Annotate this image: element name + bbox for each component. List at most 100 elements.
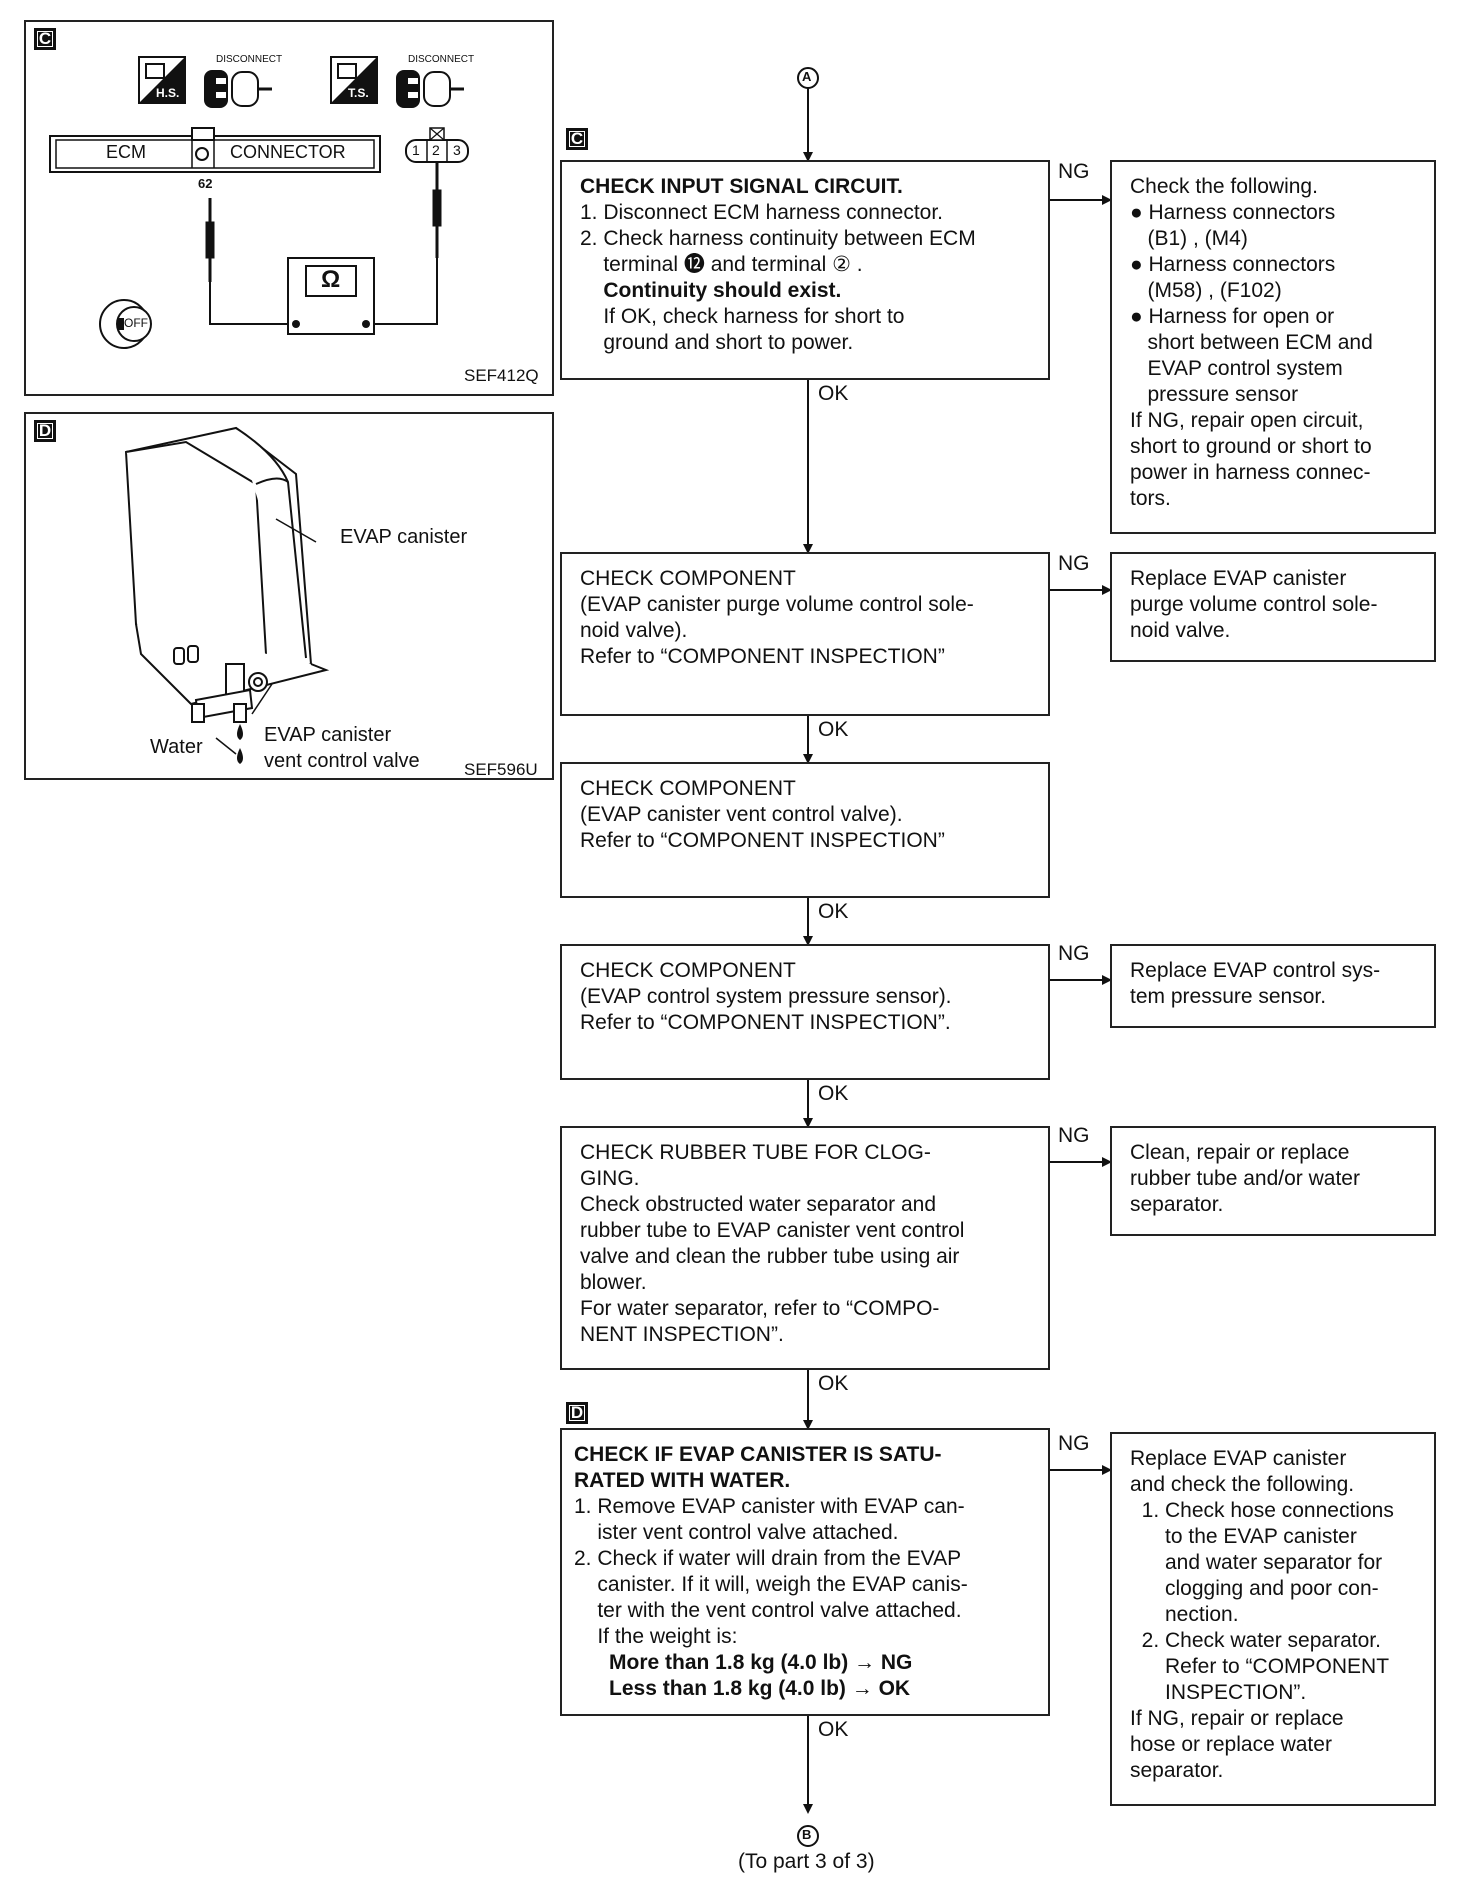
- step1-ng-line-6: short between ECM and: [1130, 331, 1373, 354]
- step6-line-4: 2. Check if water will drain from the EV…: [574, 1547, 962, 1570]
- panel-d-tag: D: [34, 420, 56, 442]
- ts-label: T.S.: [348, 86, 369, 100]
- panel-d-illustration: D EVAP canister EVAP can: [24, 412, 554, 780]
- step6-line-6: ter with the vent control valve attached…: [574, 1599, 962, 1622]
- step5-line-7: NENT INSPECTION”.: [580, 1323, 784, 1346]
- ts-icon: [330, 56, 378, 104]
- step1-tag: C: [566, 128, 588, 150]
- step6-line-9: Less than 1.8 kg (4.0 lb) → OK: [574, 1677, 911, 1700]
- step5-ng-line-2: separator.: [1130, 1193, 1224, 1216]
- step3-line-1: (EVAP canister vent control valve).: [580, 803, 903, 826]
- leader-lines: [215, 518, 317, 755]
- step4-ng-line-1: tem pressure sensor.: [1130, 985, 1327, 1008]
- step6-line-1: RATED WITH WATER.: [574, 1469, 791, 1492]
- step6-line-8: More than 1.8 kg (4.0 lb) → NG: [574, 1651, 913, 1674]
- ok-label-3: OK: [818, 900, 849, 923]
- evap-canister-drawing: [124, 426, 330, 706]
- disconnect-plug-icon-left: [204, 70, 272, 108]
- step6-line-7: If the weight is:: [574, 1625, 738, 1648]
- step1-ng-line-0: Check the following.: [1130, 175, 1318, 198]
- step4-line-2: Refer to “COMPONENT INSPECTION”.: [580, 1011, 951, 1034]
- ecm-connector: [49, 127, 381, 173]
- step3-line-0: CHECK COMPONENT: [580, 777, 796, 800]
- end-note: (To part 3 of 3): [738, 1850, 875, 1873]
- step3-line-2: Refer to “COMPONENT INSPECTION”: [580, 829, 945, 852]
- ng-label-2: NG: [1058, 552, 1090, 575]
- step1-ng-line-12: tors.: [1130, 487, 1171, 510]
- off-label: OFF: [124, 316, 148, 330]
- connector-b-label: B: [802, 1827, 812, 1842]
- step1-line-5: If OK, check harness for short to: [580, 305, 905, 328]
- step1-ng-line-4: (M58) , (F102): [1130, 279, 1282, 302]
- step2-line-1: (EVAP canister purge volume control sole…: [580, 593, 974, 616]
- pin-2-label: 2: [432, 142, 440, 158]
- panel-d-code: SEF596U: [464, 760, 538, 779]
- step6-line-5: canister. If it will, weigh the EVAP can…: [574, 1573, 968, 1596]
- step2-line-2: noid valve).: [580, 619, 688, 642]
- canister-label: EVAP canister: [340, 526, 468, 548]
- step4-line-0: CHECK COMPONENT: [580, 959, 796, 982]
- step6-line-2: 1. Remove EVAP canister with EVAP can-: [574, 1495, 965, 1518]
- disconnect-plug-icon-right: [396, 70, 464, 108]
- step1-line-6: ground and short to power.: [580, 331, 854, 354]
- ng-replace-purge-valve: Replace EVAP canister purge volume contr…: [1110, 552, 1436, 662]
- step1-ng-line-9: If NG, repair open circuit,: [1130, 409, 1364, 432]
- ng-replace-canister: Replace EVAP canister and check the foll…: [1110, 1432, 1436, 1806]
- ng-label-4: NG: [1058, 942, 1090, 965]
- connector-a-label: A: [802, 69, 812, 84]
- step5-line-2: Check obstructed water separator and: [580, 1193, 937, 1216]
- terminal-62-label: 62: [198, 176, 213, 191]
- water-label: Water: [150, 736, 203, 758]
- step1-ng-line-3: ● Harness connectors: [1130, 253, 1336, 276]
- step2-ng-line-1: purge volume control sole-: [1130, 593, 1378, 616]
- ng-label-5: NG: [1058, 1124, 1090, 1147]
- step6-ng-line-9: INSPECTION”.: [1130, 1681, 1307, 1704]
- step6-ng-line-3: to the EVAP canister: [1130, 1525, 1357, 1548]
- step6-ng-line-5: clogging and poor con-: [1130, 1577, 1379, 1600]
- step5-line-5: blower.: [580, 1271, 647, 1294]
- panel-c-tag: C: [34, 28, 56, 50]
- step6-tag: D: [566, 1402, 588, 1424]
- step6-ng-line-8: Refer to “COMPONENT: [1130, 1655, 1390, 1678]
- step1-line-1: 1. Disconnect ECM harness connector.: [580, 201, 944, 224]
- step1-ng-line-5: ● Harness for open or: [1130, 305, 1335, 328]
- hs-label: H.S.: [156, 86, 180, 100]
- step6-ng-line-12: separator.: [1130, 1759, 1224, 1782]
- step5-line-6: For water separator, refer to “COMPO-: [580, 1297, 940, 1320]
- step5-line-0: CHECK RUBBER TUBE FOR CLOG-: [580, 1141, 931, 1164]
- step-check-vent-control-valve: CHECK COMPONENT (EVAP canister vent cont…: [560, 762, 1050, 898]
- step2-ng-line-0: Replace EVAP canister: [1130, 567, 1347, 590]
- step-check-canister-saturated: CHECK IF EVAP CANISTER IS SATU- RATED WI…: [560, 1428, 1050, 1716]
- step-check-input-signal-circuit: CHECK INPUT SIGNAL CIRCUIT. 1. Disconnec…: [560, 160, 1050, 380]
- step5-ng-line-1: rubber tube and/or water: [1130, 1167, 1360, 1190]
- step1-ng-line-11: power in harness connec-: [1130, 461, 1371, 484]
- water-drops: [237, 724, 243, 764]
- step4-line-1: (EVAP control system pressure sensor).: [580, 985, 952, 1008]
- step-check-purge-volume-valve: CHECK COMPONENT (EVAP canister purge vol…: [560, 552, 1050, 716]
- ng-replace-pressure-sensor: Replace EVAP control sys- tem pressure s…: [1110, 944, 1436, 1028]
- connector-label: CONNECTOR: [230, 142, 346, 162]
- pin-1-label: 1: [412, 142, 420, 158]
- disconnect-label-left: DISCONNECT: [216, 54, 283, 65]
- step6-ng-line-10: If NG, repair or replace: [1130, 1707, 1344, 1730]
- hs-icon: [138, 56, 186, 104]
- ok-label-4: OK: [818, 1082, 849, 1105]
- step1-ng-line-10: short to ground or short to: [1130, 435, 1372, 458]
- panel-c-illustration: C: [24, 20, 554, 396]
- panel-c-code: SEF412Q: [464, 366, 539, 385]
- step1-ng-line-1: ● Harness connectors: [1130, 201, 1336, 224]
- step1-line-0: CHECK INPUT SIGNAL CIRCUIT.: [580, 175, 903, 198]
- pin-3-label: 3: [453, 142, 461, 158]
- step1-line-3: terminal ⓬ and terminal ② .: [580, 253, 863, 276]
- ohm-symbol: Ω: [321, 266, 341, 293]
- ng-label-1: NG: [1058, 160, 1090, 183]
- step6-ng-line-0: Replace EVAP canister: [1130, 1447, 1347, 1470]
- ng-label-6: NG: [1058, 1432, 1090, 1455]
- ohmmeter-icon: [287, 257, 375, 335]
- step6-ng-line-2: 1. Check hose connections: [1130, 1499, 1394, 1522]
- step6-ng-line-7: 2. Check water separator.: [1130, 1629, 1381, 1652]
- vent-control-valve-drawing: [191, 663, 268, 723]
- step2-line-3: Refer to “COMPONENT INSPECTION”: [580, 645, 945, 668]
- step1-line-2: 2. Check harness continuity between ECM: [580, 227, 976, 250]
- step4-ng-line-0: Replace EVAP control sys-: [1130, 959, 1381, 982]
